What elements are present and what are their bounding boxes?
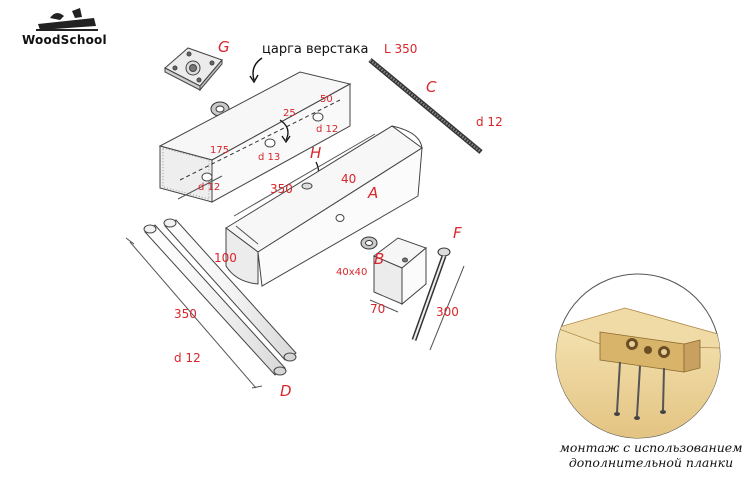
- threaded-rod-C: [368, 58, 483, 154]
- dim-block-length: 350: [270, 182, 293, 196]
- rail-beam-top: [158, 71, 352, 203]
- part-label-C: C: [426, 78, 437, 96]
- part-label-H: H: [310, 144, 322, 162]
- flange-plate-G: [164, 47, 223, 92]
- dim-top-50: 50: [320, 94, 333, 105]
- part-label-B: B: [374, 250, 385, 268]
- dim-f-length: 300: [436, 305, 459, 319]
- dim-d-length: 350: [174, 307, 197, 321]
- dim-b-section: 40x40: [336, 267, 368, 278]
- part-label-G: G: [218, 38, 230, 56]
- bolt-F: [411, 247, 465, 351]
- dim-rod-diameter: d 12: [476, 115, 503, 129]
- inset-caption: монтаж с использованием дополнительной п…: [556, 440, 746, 470]
- inset-caption-line2: дополнительной планки: [568, 455, 734, 470]
- caption-arrow: [252, 57, 263, 81]
- logo: WoodSchool: [14, 6, 124, 52]
- plane-icon: [36, 8, 98, 31]
- part-label-D: D: [280, 382, 292, 400]
- dim-top-d12-right: d 12: [316, 124, 339, 135]
- dim-top-175: 175: [210, 145, 230, 156]
- block-B: [369, 237, 427, 313]
- logo-text: WoodSchool: [22, 33, 107, 47]
- inset-detail: [555, 273, 721, 439]
- dowel-rods-D: [125, 218, 297, 389]
- part-label-A: A: [368, 184, 379, 202]
- caption-rail: царга верстака: [262, 42, 369, 57]
- washer-B: [360, 236, 378, 250]
- dim-block-width: 40: [341, 172, 357, 186]
- inset-caption-line1: монтаж с использованием: [559, 440, 743, 455]
- dim-top-25: 25: [283, 108, 296, 119]
- block-A: [225, 125, 423, 287]
- dim-block-height: 100: [214, 251, 237, 265]
- dim-d-diameter: d 12: [174, 351, 201, 365]
- dim-b-length: 70: [370, 302, 386, 316]
- part-label-F: F: [453, 224, 462, 242]
- dim-rod-length: L 350: [384, 42, 418, 56]
- dim-top-d13: d 13: [258, 152, 281, 163]
- dim-top-d12-left: d 12: [198, 182, 221, 193]
